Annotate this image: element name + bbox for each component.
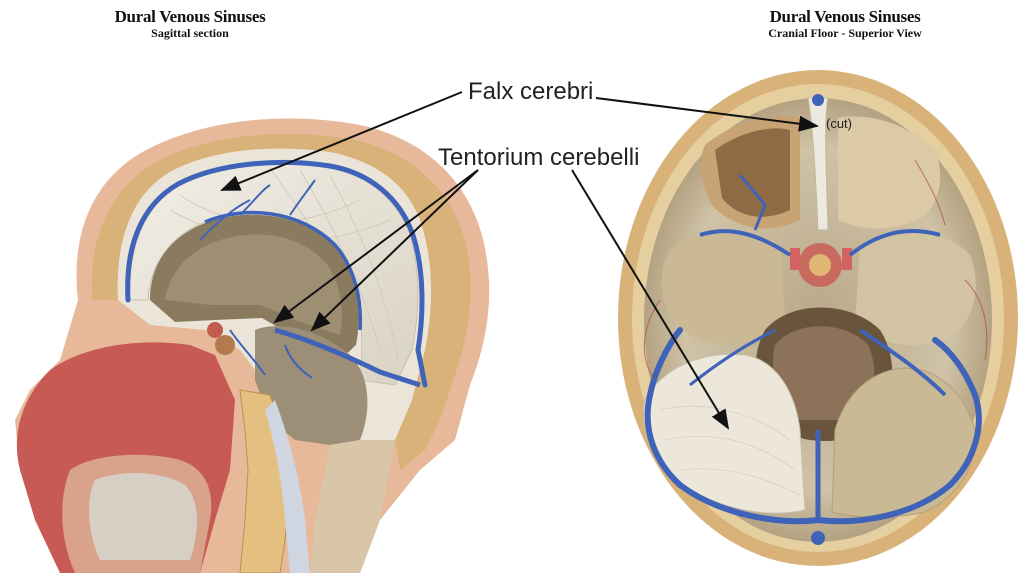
internal-carotid-right [842,248,852,270]
middle-meningeal-vessels [738,174,767,231]
foramen-magnum-region [772,326,875,420]
arrow-tentorium-left-2 [310,169,479,332]
label-cut: (cut) [826,116,852,131]
inferior-sagittal-sinus [204,210,363,331]
arrow-tentorium-right [571,169,730,430]
sagittal-section-figure [15,118,490,573]
sinus-crosscut-top [812,94,824,106]
left-panel-subtitle: Sagittal section [151,26,229,40]
arrow-tentorium-left-1 [273,169,479,324]
confluence-of-sinuses [811,531,825,545]
tongue-muscle [88,473,197,560]
brain-hollow-highlight [165,234,342,335]
pituitary-stalk [809,254,831,276]
internal-carotid-left [790,248,800,270]
arrow-falx-right [595,97,819,132]
posterior-neck [310,440,395,573]
arrow-falx-left [220,91,463,191]
sphenoparietal-sinus-right [848,229,941,257]
transverse-sinus-left [644,327,821,525]
cerebral-veins [199,179,316,379]
pituitary-region [207,322,223,338]
label-tentorium-cerebelli: Tentorium cerebelli [438,144,640,171]
middle-fossa-left [661,230,785,344]
sphenoparietal-sinus-left [699,229,792,257]
orbital-roof-opening [715,128,790,217]
middle-fossa-right [855,232,976,346]
left-panel-title: Dural Venous Sinuses [114,7,266,26]
straight-sinus [274,327,421,388]
label-falx-cerebri: Falx cerebri [468,78,594,105]
superior-sagittal-sinus [125,159,428,388]
left-panel-title-block: Dural Venous Sinuses Sagittal section [60,7,320,40]
sella-turcica [215,335,235,355]
transverse-sinus-right [815,337,982,525]
right-panel-title-block: Dural Venous Sinuses Cranial Floor - Sup… [720,7,970,40]
spinal-cord [265,400,310,573]
pointer-lines [220,91,819,430]
superior-petrosal-sinus-right [858,328,947,397]
cranial-floor-figure [618,70,1018,566]
right-panel-title: Dural Venous Sinuses [769,7,921,26]
anterior-fossa-right [838,116,941,229]
meningeal-arteries [643,159,988,381]
right-panel-subtitle: Cranial Floor - Superior View [768,26,922,40]
